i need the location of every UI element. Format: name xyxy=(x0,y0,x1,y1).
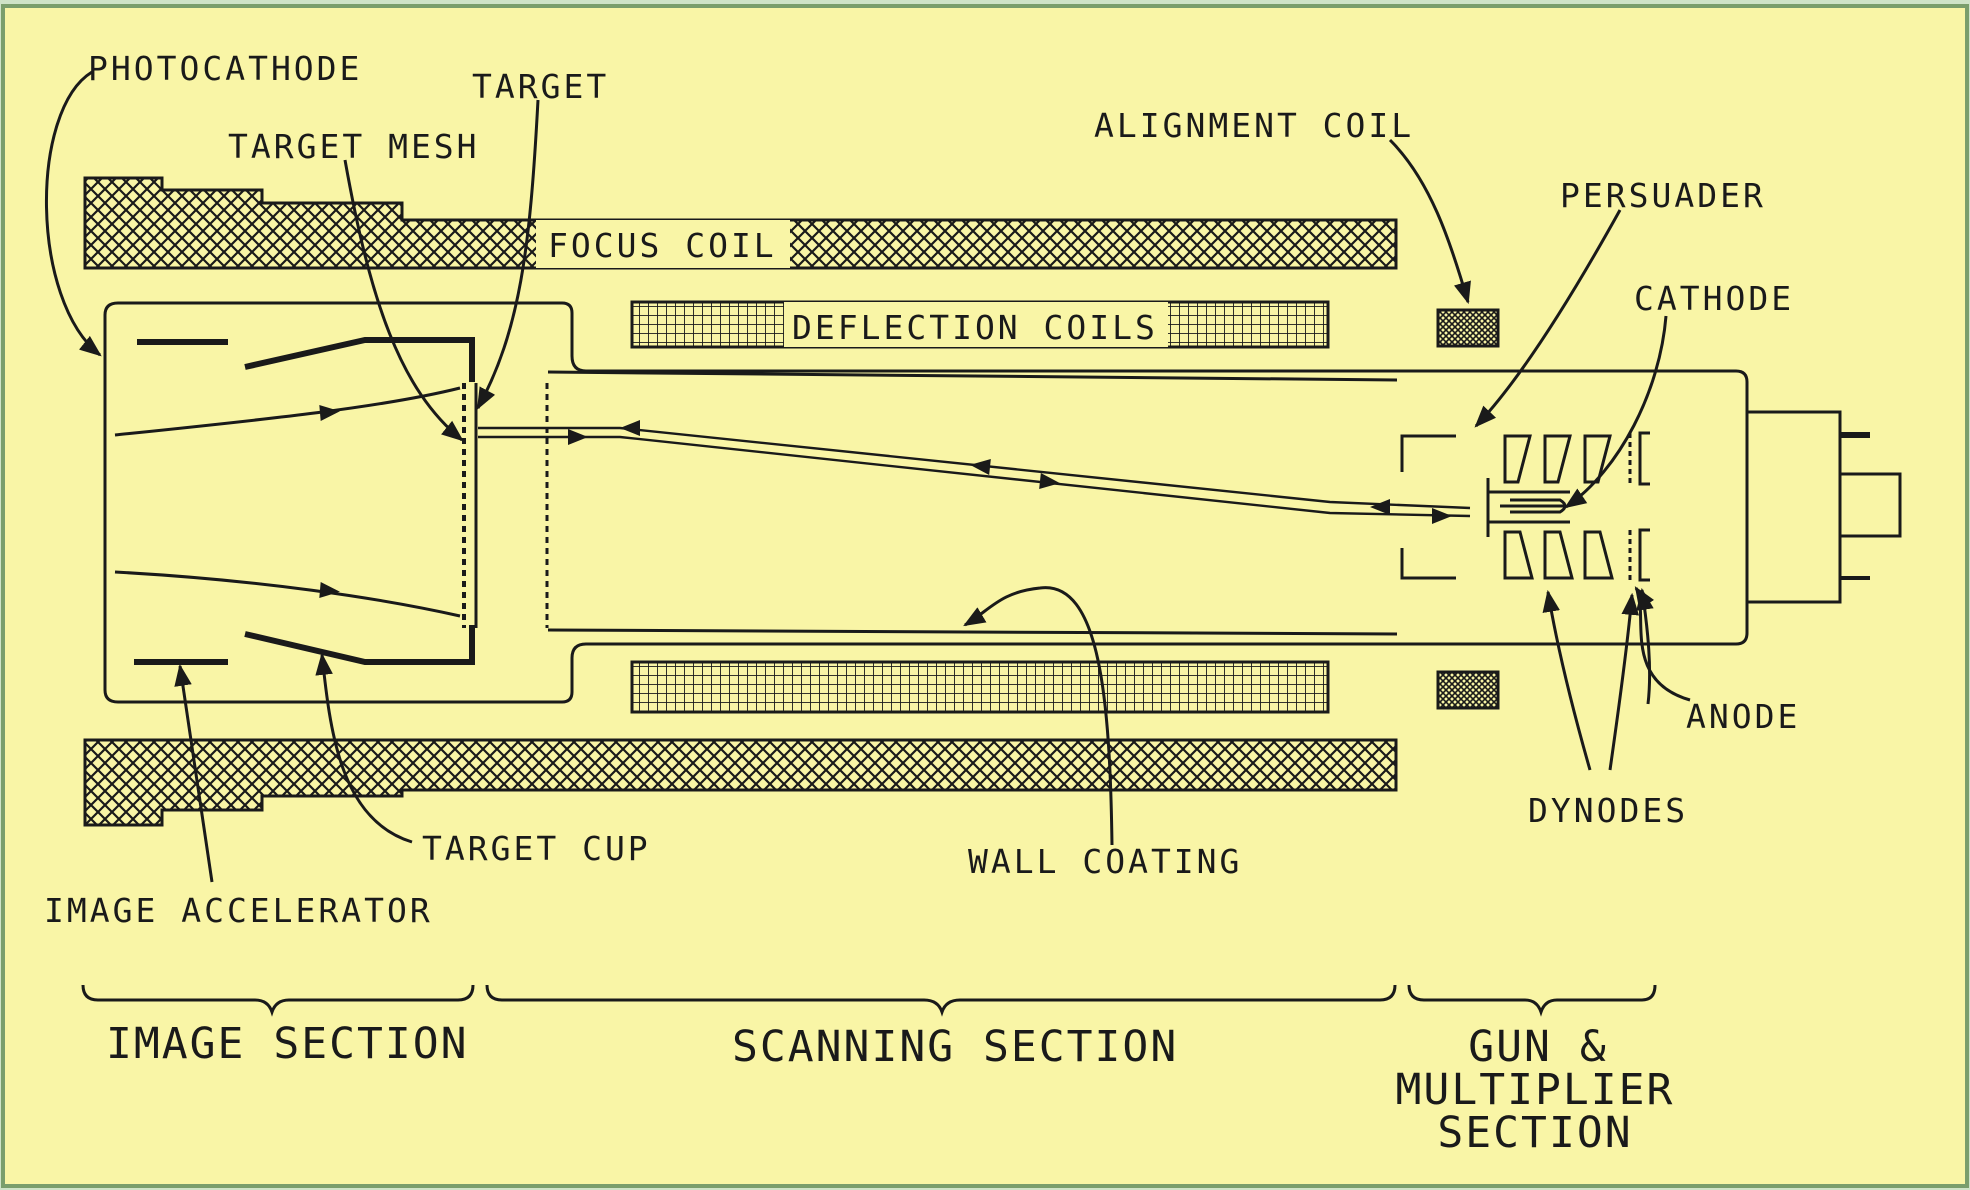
brace-image-section xyxy=(81,984,475,1017)
focus-coil-bottom xyxy=(83,738,1398,827)
tube-envelope xyxy=(103,301,1749,704)
leader-wall-coating xyxy=(963,586,1114,846)
dynode-bottom-2 xyxy=(1543,530,1574,580)
dynode-bottom-1 xyxy=(1503,530,1534,580)
persuader-bottom xyxy=(1400,548,1456,580)
dynode-top-2 xyxy=(1543,434,1572,484)
deflection-coils-label-bg xyxy=(784,302,1168,347)
wall-coating-bottom xyxy=(547,628,1398,636)
label-deflection-coils: DEFLECTION COILS xyxy=(792,308,1158,347)
leader-persuader xyxy=(1474,209,1622,428)
brace-gun-section xyxy=(1407,984,1657,1017)
dynode-bottom-3 xyxy=(1583,530,1614,580)
label-focus-coil: FOCUS COIL xyxy=(548,226,777,265)
deflection-coil-bottom xyxy=(630,660,1330,714)
leader-dynodes-1 xyxy=(1542,589,1592,771)
leader-anode-2 xyxy=(1636,587,1654,705)
label-alignment-coil: ALIGNMENT COIL xyxy=(1094,106,1414,145)
alignment-coil-bottom xyxy=(1436,670,1500,710)
persuader-top xyxy=(1400,434,1456,472)
brace-scanning-section xyxy=(485,984,1397,1017)
label-target-cup: TARGET CUP xyxy=(422,829,651,868)
electron-path-upper xyxy=(114,386,461,437)
label-gun-section-2: MULTIPLIER xyxy=(1396,1065,1675,1115)
leader-dynodes-2 xyxy=(1608,592,1640,771)
leader-target xyxy=(476,99,540,410)
leader-target-mesh xyxy=(343,159,464,442)
leader-alignment-coil xyxy=(1388,138,1471,305)
label-image-section: IMAGE SECTION xyxy=(106,1019,469,1069)
label-cathode: CATHODE xyxy=(1634,279,1794,318)
dynode-top-3 xyxy=(1583,434,1612,484)
label-wall-coating: WALL COATING xyxy=(968,842,1242,881)
label-gun-section-3: SECTION xyxy=(1437,1108,1632,1158)
focus-coil-label-bg xyxy=(536,220,790,268)
target-cup-bottom xyxy=(244,625,475,665)
wall-coating-top xyxy=(547,370,1398,382)
label-target-mesh: TARGET MESH xyxy=(228,127,480,166)
base-key xyxy=(1838,472,1902,538)
anode-bracket-top xyxy=(1638,431,1650,486)
alignment-coil-top xyxy=(1436,308,1500,348)
leader-photocathode xyxy=(44,70,102,357)
leader-target-cup xyxy=(315,652,413,844)
leader-image-accelerator xyxy=(174,663,214,883)
anode-bracket-bottom xyxy=(1638,528,1650,582)
label-scanning-section: SCANNING SECTION xyxy=(732,1022,1178,1072)
label-persuader: PERSUADER xyxy=(1560,176,1766,215)
scanning-beam-return xyxy=(478,435,1471,518)
label-image-accelerator: IMAGE ACCELERATOR xyxy=(44,891,433,930)
electron-gun xyxy=(1486,478,1570,537)
label-photocathode: PHOTOCATHODE xyxy=(88,49,362,88)
target-cup-top xyxy=(244,337,475,382)
label-dynodes: DYNODES xyxy=(1528,791,1688,830)
leader-cathode xyxy=(1564,315,1668,509)
label-target: TARGET xyxy=(472,67,609,106)
label-anode: ANODE xyxy=(1686,697,1800,736)
label-gun-section-1: GUN & xyxy=(1468,1022,1607,1072)
dynode-top-1 xyxy=(1503,434,1532,484)
electron-path-lower xyxy=(114,570,461,618)
